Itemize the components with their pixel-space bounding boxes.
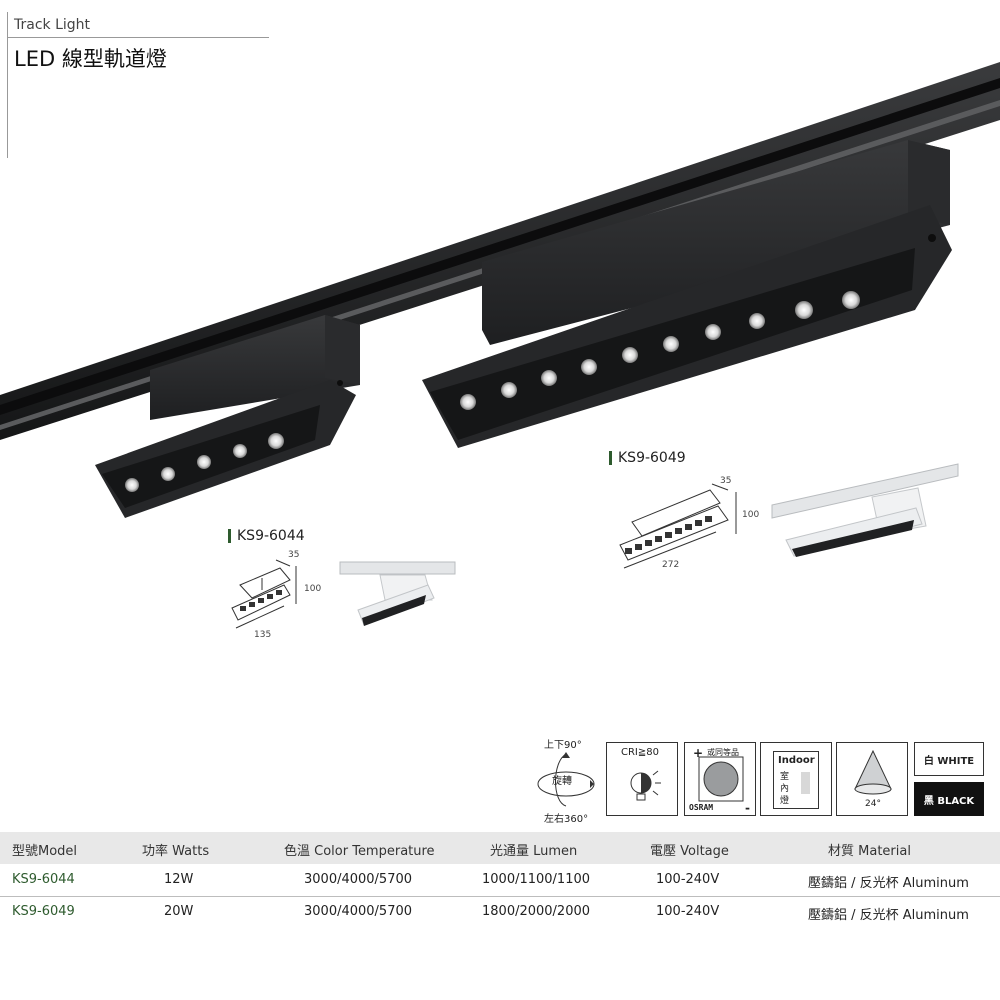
indoor-label-zh-3: 燈	[780, 796, 790, 806]
led-array-large	[460, 291, 860, 410]
minus-symbol: -	[745, 801, 750, 815]
dimension-drawing-large	[619, 483, 737, 569]
cell-watts: 20W	[164, 904, 194, 919]
cell-voltage: 100-240V	[656, 872, 720, 887]
page-subtitle: Track Light	[14, 17, 91, 33]
col-header-color-temp: 色溫 Color Temperature	[284, 844, 435, 859]
color-black-option: 黑 BLACK	[914, 782, 984, 816]
header-divider-vertical	[7, 12, 8, 158]
led-chip-icon	[698, 756, 744, 802]
door-icon	[801, 772, 810, 794]
indoor-label-zh-2: 內	[780, 784, 790, 794]
cell-color-temp: 3000/4000/5700	[304, 904, 413, 919]
beam-angle-spec: 24°	[836, 742, 908, 816]
model-label-large: KS9-6049	[609, 450, 686, 466]
cell-lumen: 1000/1100/1100	[482, 872, 591, 887]
indoor-spec: Indoor 室 內 燈	[760, 742, 832, 816]
fixture-small	[95, 315, 360, 518]
col-header-voltage: 電壓 Voltage	[650, 844, 729, 859]
cell-voltage: 100-240V	[656, 904, 720, 919]
rotation-center-label: 旋轉	[552, 776, 572, 787]
cell-model: KS9-6044	[12, 872, 75, 887]
dim-height-small: 100	[304, 584, 322, 594]
label-marker	[609, 451, 612, 465]
dimension-drawing-small	[231, 559, 297, 629]
color-white-option: 白 WHITE	[914, 742, 984, 776]
rotation-horizontal-label: 左右360°	[544, 814, 589, 825]
cri-label: CRI≧80	[621, 747, 659, 758]
dim-length-large: 272	[662, 560, 680, 570]
chip-spec: + 或同等品 OSRAM -	[684, 742, 756, 816]
table-row: KS9-6049 20W 3000/4000/5700 1800/2000/20…	[0, 898, 1000, 926]
page-title: LED 線型軌道燈	[14, 47, 167, 71]
dim-depth-small: 35	[288, 550, 300, 560]
table-header	[0, 832, 1000, 864]
col-header-model: 型號Model	[12, 844, 78, 859]
dim-length-small: 135	[254, 630, 272, 640]
cell-watts: 12W	[164, 872, 194, 887]
cell-material: 壓鑄鋁 / 反光杯 Aluminum	[808, 876, 969, 891]
cell-lumen: 1800/2000/2000	[482, 904, 591, 919]
cell-material: 壓鑄鋁 / 反光杯 Aluminum	[808, 908, 969, 923]
model-label-text: KS9-6049	[618, 450, 686, 466]
color-options: 白 WHITE 黑 BLACK	[914, 742, 984, 816]
label-marker	[228, 529, 231, 543]
beam-angle-value: 24°	[865, 799, 881, 809]
led-array-small	[125, 433, 284, 492]
indoor-frame: Indoor 室 內 燈	[773, 751, 819, 809]
cell-model: KS9-6049	[12, 904, 75, 919]
model-label-text: KS9-6044	[237, 528, 305, 544]
fixture-large-white-variant	[771, 463, 959, 557]
fixture-large	[422, 140, 952, 448]
rotation-vertical-label: 上下90°	[544, 740, 582, 751]
table-row: KS9-6044 12W 3000/4000/5700 1000/1100/11…	[0, 866, 1000, 894]
rotation-spec: 上下90° 旋轉 左右360°	[530, 736, 602, 825]
header-divider-horizontal	[7, 37, 269, 38]
col-header-watts: 功率 Watts	[142, 844, 210, 859]
col-header-lumen: 光通量 Lumen	[490, 844, 578, 859]
equivalent-note: 或同等品	[707, 748, 739, 757]
cell-color-temp: 3000/4000/5700	[304, 872, 413, 887]
product-hero-image	[0, 62, 1000, 629]
osram-brand: OSRAM	[689, 803, 714, 812]
dim-depth-large: 35	[720, 476, 732, 486]
fixture-small-white-variant	[339, 561, 456, 626]
row-divider	[0, 896, 1000, 897]
dim-height-large: 100	[742, 510, 760, 520]
cri-spec: CRI≧80	[606, 742, 678, 816]
bulb-icon	[630, 770, 661, 801]
beam-cone-icon	[854, 749, 892, 795]
model-label-small: KS9-6044	[228, 528, 305, 544]
plus-symbol: +	[693, 746, 704, 760]
indoor-label-en: Indoor	[778, 755, 815, 766]
indoor-label-zh-1: 室	[780, 772, 790, 782]
rotate-arrows-icon	[537, 752, 595, 807]
col-header-material: 材質 Material	[828, 844, 911, 859]
